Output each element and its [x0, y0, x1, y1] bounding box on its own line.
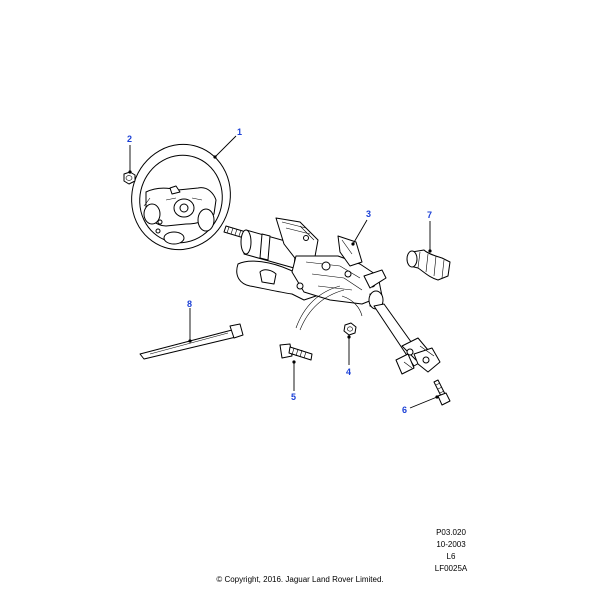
- leader-6: [409, 396, 438, 409]
- copyright-notice: © Copyright, 2016. Jaguar Land Rover Lim…: [216, 575, 384, 584]
- leader-lines: [128, 135, 439, 409]
- cable-tie-part-8: [139, 323, 244, 360]
- steering-column: [223, 217, 441, 375]
- callout-4: 4: [346, 367, 351, 377]
- steering-wheel: [131, 143, 231, 251]
- bolt-part-5: [279, 343, 313, 361]
- callout-8: 8: [187, 299, 192, 309]
- callout-6: 6: [402, 405, 407, 415]
- diagram-model: L6: [446, 552, 456, 561]
- leader-1: [214, 135, 237, 158]
- callout-2: 2: [127, 134, 132, 144]
- boot-part-7: [406, 249, 451, 281]
- diagram-ref: P03.020: [436, 528, 466, 537]
- diagram-code: LF0025A: [434, 564, 468, 573]
- callout-1: 1: [237, 127, 242, 137]
- leader-3: [352, 219, 368, 245]
- bolt-part-6: [433, 379, 451, 406]
- diagram-date: 10-2003: [436, 540, 466, 549]
- callout-7: 7: [427, 210, 432, 220]
- nut-part-2: [123, 171, 136, 185]
- nut-part-4: [343, 322, 357, 336]
- callout-3: 3: [366, 209, 371, 219]
- callout-5: 5: [291, 392, 296, 402]
- callout-labels: 1 2 3 4 5 6 7 8: [127, 127, 432, 415]
